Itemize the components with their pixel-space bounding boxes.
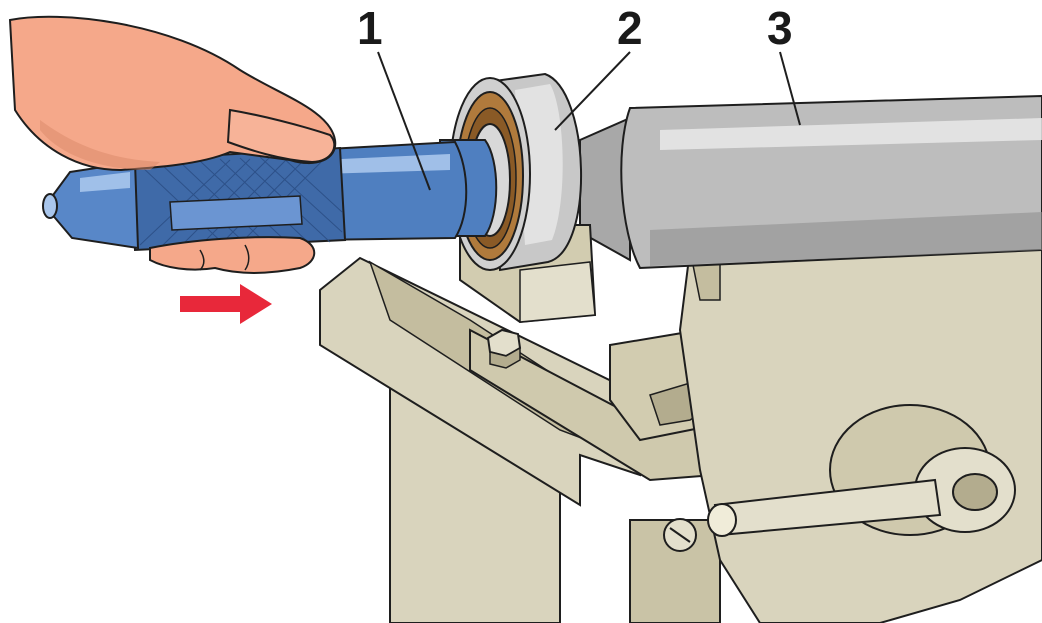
hand-thumb bbox=[226, 108, 336, 164]
arrow-right-icon bbox=[180, 284, 272, 324]
leader-line-3 bbox=[779, 51, 801, 126]
screw-head-icon bbox=[663, 518, 697, 552]
leader-lines bbox=[377, 51, 801, 191]
shaft-highlight bbox=[660, 118, 1042, 150]
hand bbox=[8, 15, 337, 274]
bolt-icon bbox=[486, 328, 522, 369]
vise-handle-end bbox=[707, 503, 737, 537]
callout-3: 3 bbox=[767, 2, 793, 54]
hand-shadow bbox=[40, 120, 160, 170]
callout-2: 2 bbox=[617, 2, 643, 54]
bearing-support-front bbox=[519, 261, 596, 323]
hand-finger-line-2 bbox=[244, 244, 250, 271]
leader-line-2 bbox=[554, 51, 631, 131]
hand-finger-line-1 bbox=[199, 249, 205, 271]
leader-line-1 bbox=[377, 51, 431, 191]
mandrel-nose-highlight bbox=[80, 172, 130, 192]
shaft bbox=[579, 94, 1042, 270]
mandrel-flat bbox=[169, 195, 303, 231]
hand-fingers bbox=[149, 236, 316, 274]
callout-1: 1 bbox=[357, 2, 383, 54]
mandrel-tip bbox=[42, 193, 58, 219]
shaft-shadow bbox=[650, 212, 1042, 266]
vise-leg-right bbox=[629, 519, 721, 623]
vise-screw-center bbox=[952, 473, 998, 511]
